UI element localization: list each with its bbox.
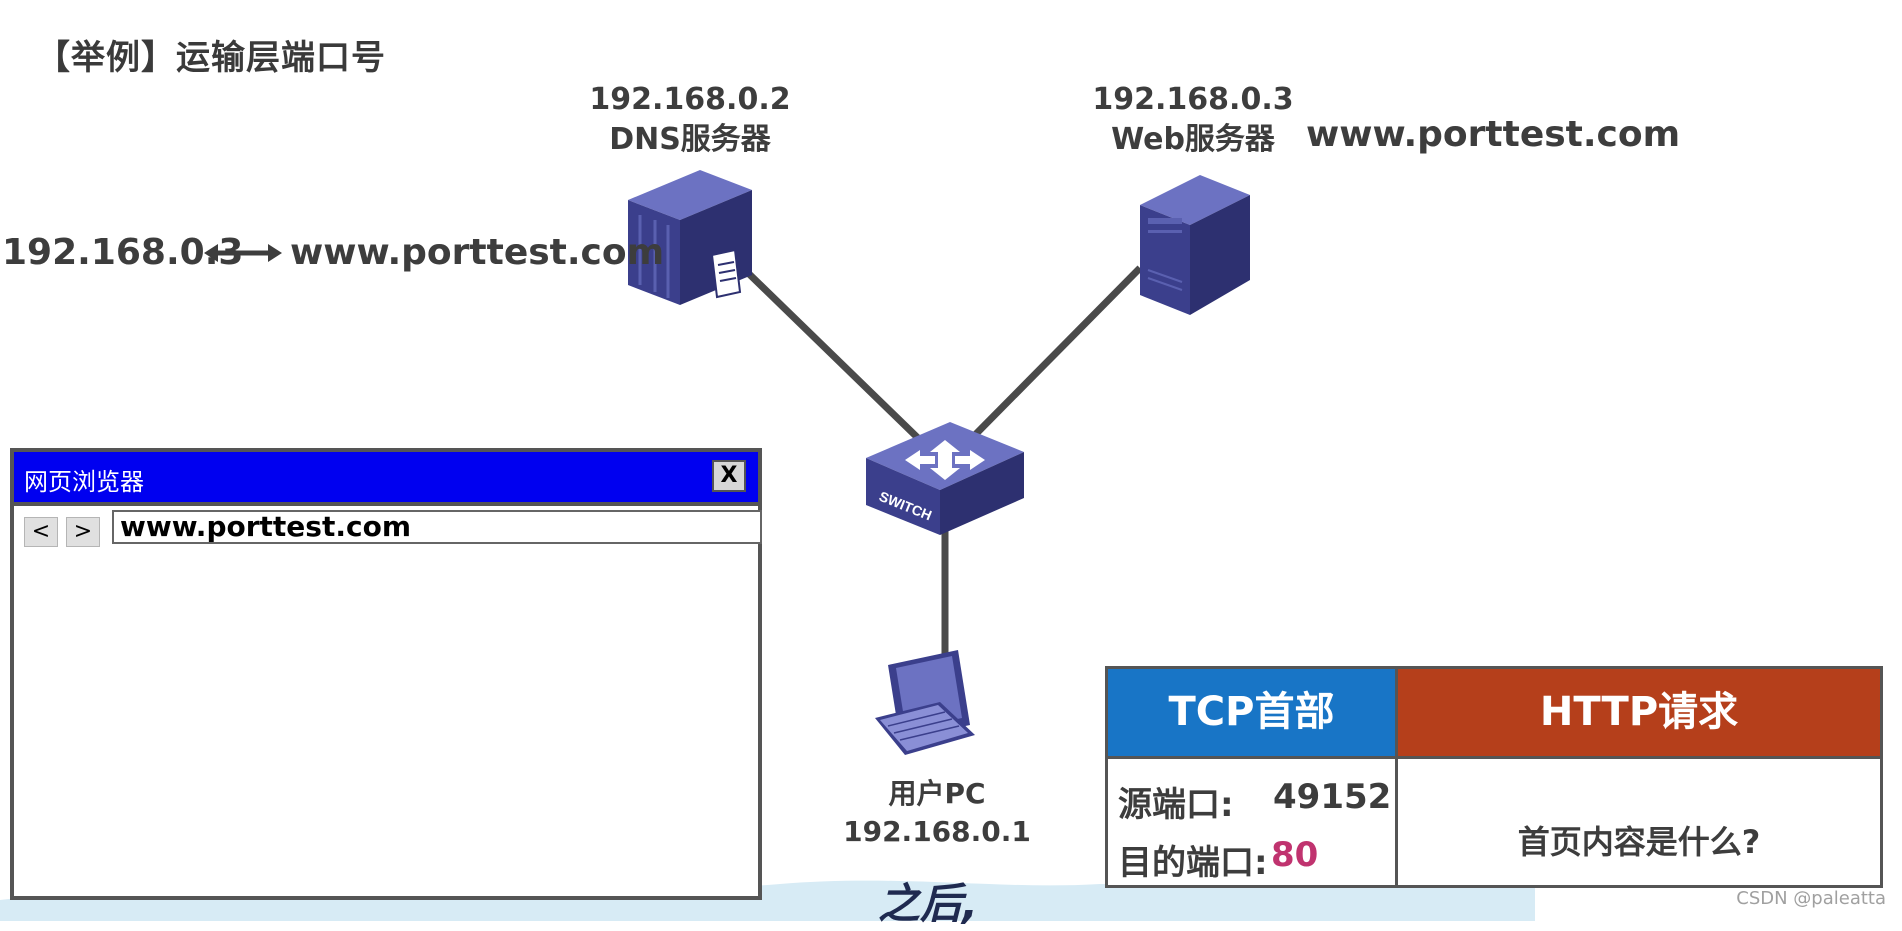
dst-port-label: 目的端口: [1118,843,1268,883]
browser-title: 网页浏览器 [24,468,144,496]
forward-button[interactable]: > [66,517,100,547]
url-input[interactable]: www.porttest.com [112,510,762,544]
dns-mapping-ip: 192.168.0.3 [2,232,244,273]
link-dns-switch [742,267,923,443]
dns-server-name: DNS服务器 [609,122,771,157]
web-server-label: 192.168.0.3 Web服务器 [1073,80,1313,160]
packet-table: TCP首部 HTTP请求 源端口: 49152 目的端口: 80 首页内容是什么… [1105,666,1883,888]
src-port-value: 49152 [1273,777,1392,817]
slide-title: 【举例】运输层端口号 [36,38,386,78]
tcp-header-cell: TCP首部 [1108,669,1398,759]
dns-server-ip: 192.168.0.2 [589,82,791,117]
user-pc-ip: 192.168.0.1 [843,815,1031,848]
src-port-label: 源端口: [1118,785,1234,825]
dns-server-icon [628,170,752,305]
browser-titlebar: 网页浏览器 X [14,452,758,506]
bidirectional-arrow-icon [204,244,282,262]
subtitle-caption: 之后, [878,879,978,928]
tcp-body-cell: 源端口: 49152 目的端口: 80 [1108,759,1398,885]
user-pc-name: 用户PC [888,777,986,810]
watermark: CSDN @paleatta [1736,888,1886,909]
close-button[interactable]: X [712,460,746,492]
dst-port-value: 80 [1271,835,1319,875]
web-server-ip: 192.168.0.3 [1092,82,1294,117]
http-body-text: 首页内容是什么? [1517,823,1761,861]
http-body-cell: 首页内容是什么? [1398,759,1880,885]
web-server-name: Web服务器 [1111,122,1275,157]
back-button[interactable]: < [24,517,58,547]
http-header-cell: HTTP请求 [1398,669,1880,759]
browser-window: 网页浏览器 X < > www.porttest.com [10,448,762,900]
web-server-icon [1140,175,1250,315]
user-pc-label: 用户PC 192.168.0.1 [817,775,1057,851]
dns-mapping-domain: www.porttest.com [290,232,665,273]
dns-server-label: 192.168.0.2 DNS服务器 [570,80,810,160]
link-web-switch [967,265,1143,443]
web-server-domain: www.porttest.com [1306,114,1681,155]
laptop-icon [875,650,975,755]
switch-icon: SWITCH [866,422,1024,535]
